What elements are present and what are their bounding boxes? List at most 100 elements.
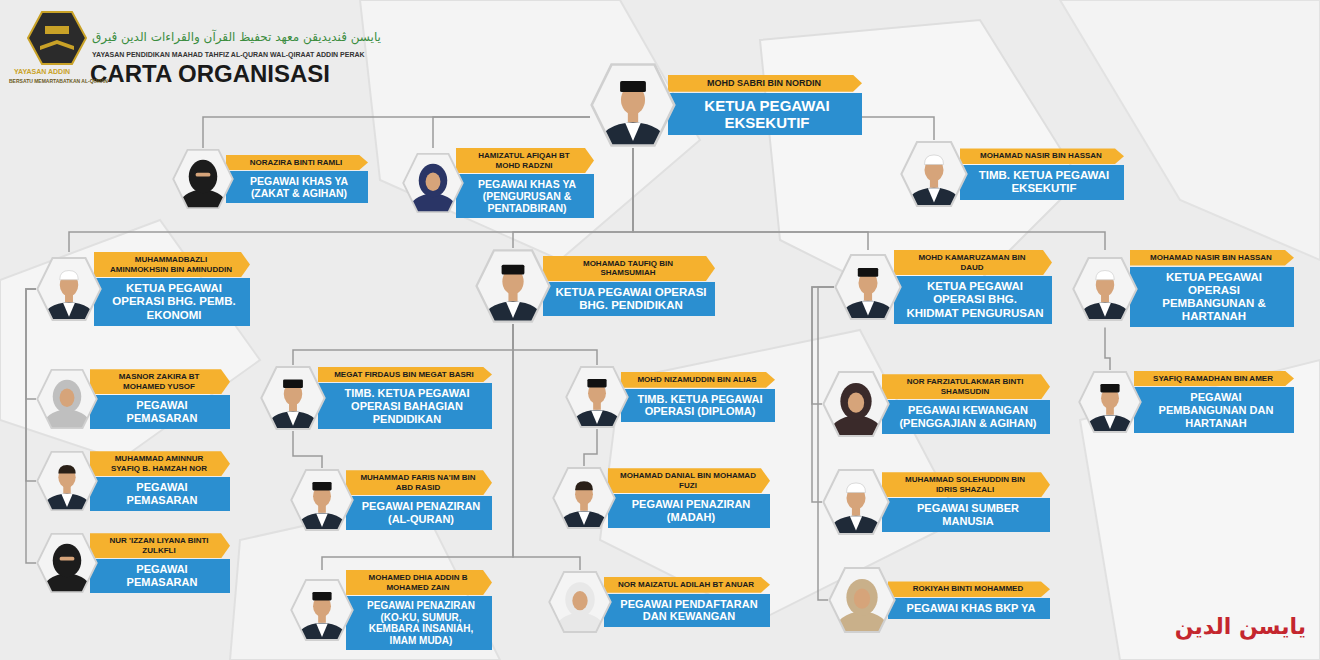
portrait-photo <box>900 140 968 208</box>
portrait-part <box>575 481 593 490</box>
staff-name: MUHAMMAD FARIS NA'IM BIN ABD RASID <box>346 470 492 495</box>
org-connector <box>812 287 834 404</box>
portrait-part <box>1079 372 1140 434</box>
staff-card: HAMIZATUL AFIQAH BT MOHD RADZNIPEGAWAI K… <box>402 148 594 218</box>
portrait-part <box>419 164 448 197</box>
portrait-part <box>823 470 888 536</box>
portrait-part <box>928 188 940 202</box>
staff-card: MOHAMAD DANIAL BIN MOHAMAD FUZIPEGAWAI P… <box>552 466 770 530</box>
portrait-part <box>591 410 603 423</box>
portrait-part <box>620 81 646 92</box>
staff-name: MUHAMMADBAZLI AMINMOKHSIN BIN AMINUDDIN <box>94 252 250 277</box>
staff-name: MOHAMAD NASIR BIN HASSAN <box>1130 250 1294 266</box>
staff-name: SYAFIQ RAMADHAN BIN AMER <box>1134 371 1294 387</box>
portrait-part <box>566 367 627 427</box>
portrait-part <box>53 380 82 413</box>
portrait-part <box>835 255 900 319</box>
staff-card: NUR 'IZZAN LIYANA BINTI ZULKFLIPEGAWAI P… <box>36 532 230 594</box>
portrait-part <box>553 468 614 528</box>
staff-card: MOHD SABRI BIN NORDINKETUA PEGAWAI EKSEK… <box>590 62 862 148</box>
portrait-part <box>587 379 606 387</box>
portrait-part <box>592 65 675 146</box>
portrait-photo <box>475 248 551 324</box>
portrait-part <box>850 516 862 530</box>
org-connector <box>513 324 580 570</box>
portrait-part <box>37 370 97 430</box>
bg-shape <box>1060 0 1320 260</box>
portrait-photo <box>822 468 890 536</box>
portrait-photo <box>402 152 464 214</box>
position-title: KETUA PEGAWAI OPERASI BHG. KHIDMAT PENGU… <box>894 276 1052 324</box>
staff-card: MOHD NIZAMUDDIN BIN ALIASTIMB. KETUA PEG… <box>565 365 775 429</box>
staff-card: MOHAMAD NASIR BIN HASSANKETUA PEGAWAI OP… <box>1072 250 1294 327</box>
position-title: TIMB. KETUA PEGAWAI OPERASI (DIPLOMA) <box>621 389 775 422</box>
portrait-part <box>61 494 72 507</box>
staff-card: MOHAMED DHIA ADDIN B MOHAMED ZAINPEGAWAI… <box>290 570 492 650</box>
portrait-photo <box>565 365 629 429</box>
portrait-photo <box>828 566 896 634</box>
staff-name: ROKIYAH BINTI MOHAMMED <box>888 581 1050 597</box>
org-connector <box>633 148 868 250</box>
portrait-part <box>823 372 888 436</box>
portrait-part <box>829 568 894 632</box>
portrait-photo <box>834 253 902 321</box>
portrait-part <box>1079 372 1140 432</box>
portrait-part <box>829 568 894 634</box>
portrait-part <box>1079 372 1140 432</box>
portrait-part <box>566 367 627 429</box>
org-connector <box>322 324 513 570</box>
portrait-part <box>901 142 966 206</box>
portrait-part <box>261 367 324 429</box>
staff-name: MOHD KAMARUZAMAN BIN DAUD <box>894 250 1052 275</box>
portrait-part <box>578 511 590 524</box>
position-title: PEGAWAI KHAS YA (PENGURUSAN & PENTADBIRA… <box>456 174 594 218</box>
jawi-header: يايسن ڤنديديقن معهد تحفيظ القرآن والقراء… <box>92 30 381 44</box>
portrait-part <box>858 268 878 277</box>
portrait-photo <box>36 532 98 594</box>
staff-card: NOR FARZIATULAKMAR BINTI SHAMSUDINPEGAWA… <box>822 370 1050 438</box>
staff-name: NORAZIRA BINTI RAMLI <box>226 155 368 171</box>
portrait-part <box>189 160 218 193</box>
portrait-part <box>506 302 520 318</box>
logo-emblem <box>28 12 86 64</box>
portrait-part <box>60 388 75 407</box>
org-connector <box>26 289 36 481</box>
portrait-part <box>846 579 877 616</box>
portrait-part <box>287 412 299 426</box>
staff-name: MOHD SABRI BIN NORDIN <box>668 75 862 92</box>
staff-name: MOHD NIZAMUDDIN BIN ALIAS <box>621 372 775 388</box>
position-title: KETUA PEGAWAI OPERASI BHG. PENDIDIKAN <box>543 282 715 316</box>
position-title: PEGAWAI KHAS YA (ZAKAT & AGIHAN) <box>226 171 368 203</box>
portrait-part <box>58 465 75 474</box>
position-title: KETUA PEGAWAI OPERASI PEMBANGUNAN & HART… <box>1130 267 1294 328</box>
staff-card: MUHAMMAD AMINNUR SYAFIQ B. HAMZAH NORPEG… <box>36 450 230 512</box>
org-connector <box>203 117 590 148</box>
org-connector <box>818 287 834 600</box>
portrait-part <box>549 572 610 632</box>
portrait-part <box>862 301 874 315</box>
portrait-part <box>312 592 331 600</box>
position-title: PEGAWAI PENAZIRAN (KO-KU, SUMUR, KEMBARA… <box>346 596 492 650</box>
portrait-part <box>1100 384 1119 392</box>
portrait-part <box>291 580 352 642</box>
portrait-photo <box>822 370 890 438</box>
portrait-part <box>1099 303 1111 317</box>
portrait-part <box>549 572 610 634</box>
jawi-signature: يايسن الدين <box>1175 614 1306 639</box>
portrait-part <box>173 150 233 208</box>
portrait-part <box>901 142 966 206</box>
staff-name: MOHAMED DHIA ADDIN B MOHAMED ZAIN <box>346 570 492 595</box>
portrait-part <box>37 258 100 320</box>
logo-bar <box>45 26 69 34</box>
org-connector <box>69 148 633 252</box>
staff-name: MASNOR ZAKIRA BT MOHAMED YUSOF <box>90 369 230 394</box>
portrait-photo <box>1078 370 1142 434</box>
portrait-photo <box>290 578 354 642</box>
portrait-part <box>572 591 587 610</box>
portrait-part <box>840 383 871 420</box>
staff-name: NOR MAIZATUL ADILAH BT ANUAR <box>604 577 770 593</box>
staff-card: SYAFIQ RAMADHAN BIN AMERPEGAWAI PEMBANGU… <box>1078 370 1294 434</box>
portrait-part <box>291 580 352 640</box>
foundation-name: YAYASAN PENDIDIKAN MAAHAD TAHFIZ AL-QURA… <box>92 51 365 58</box>
